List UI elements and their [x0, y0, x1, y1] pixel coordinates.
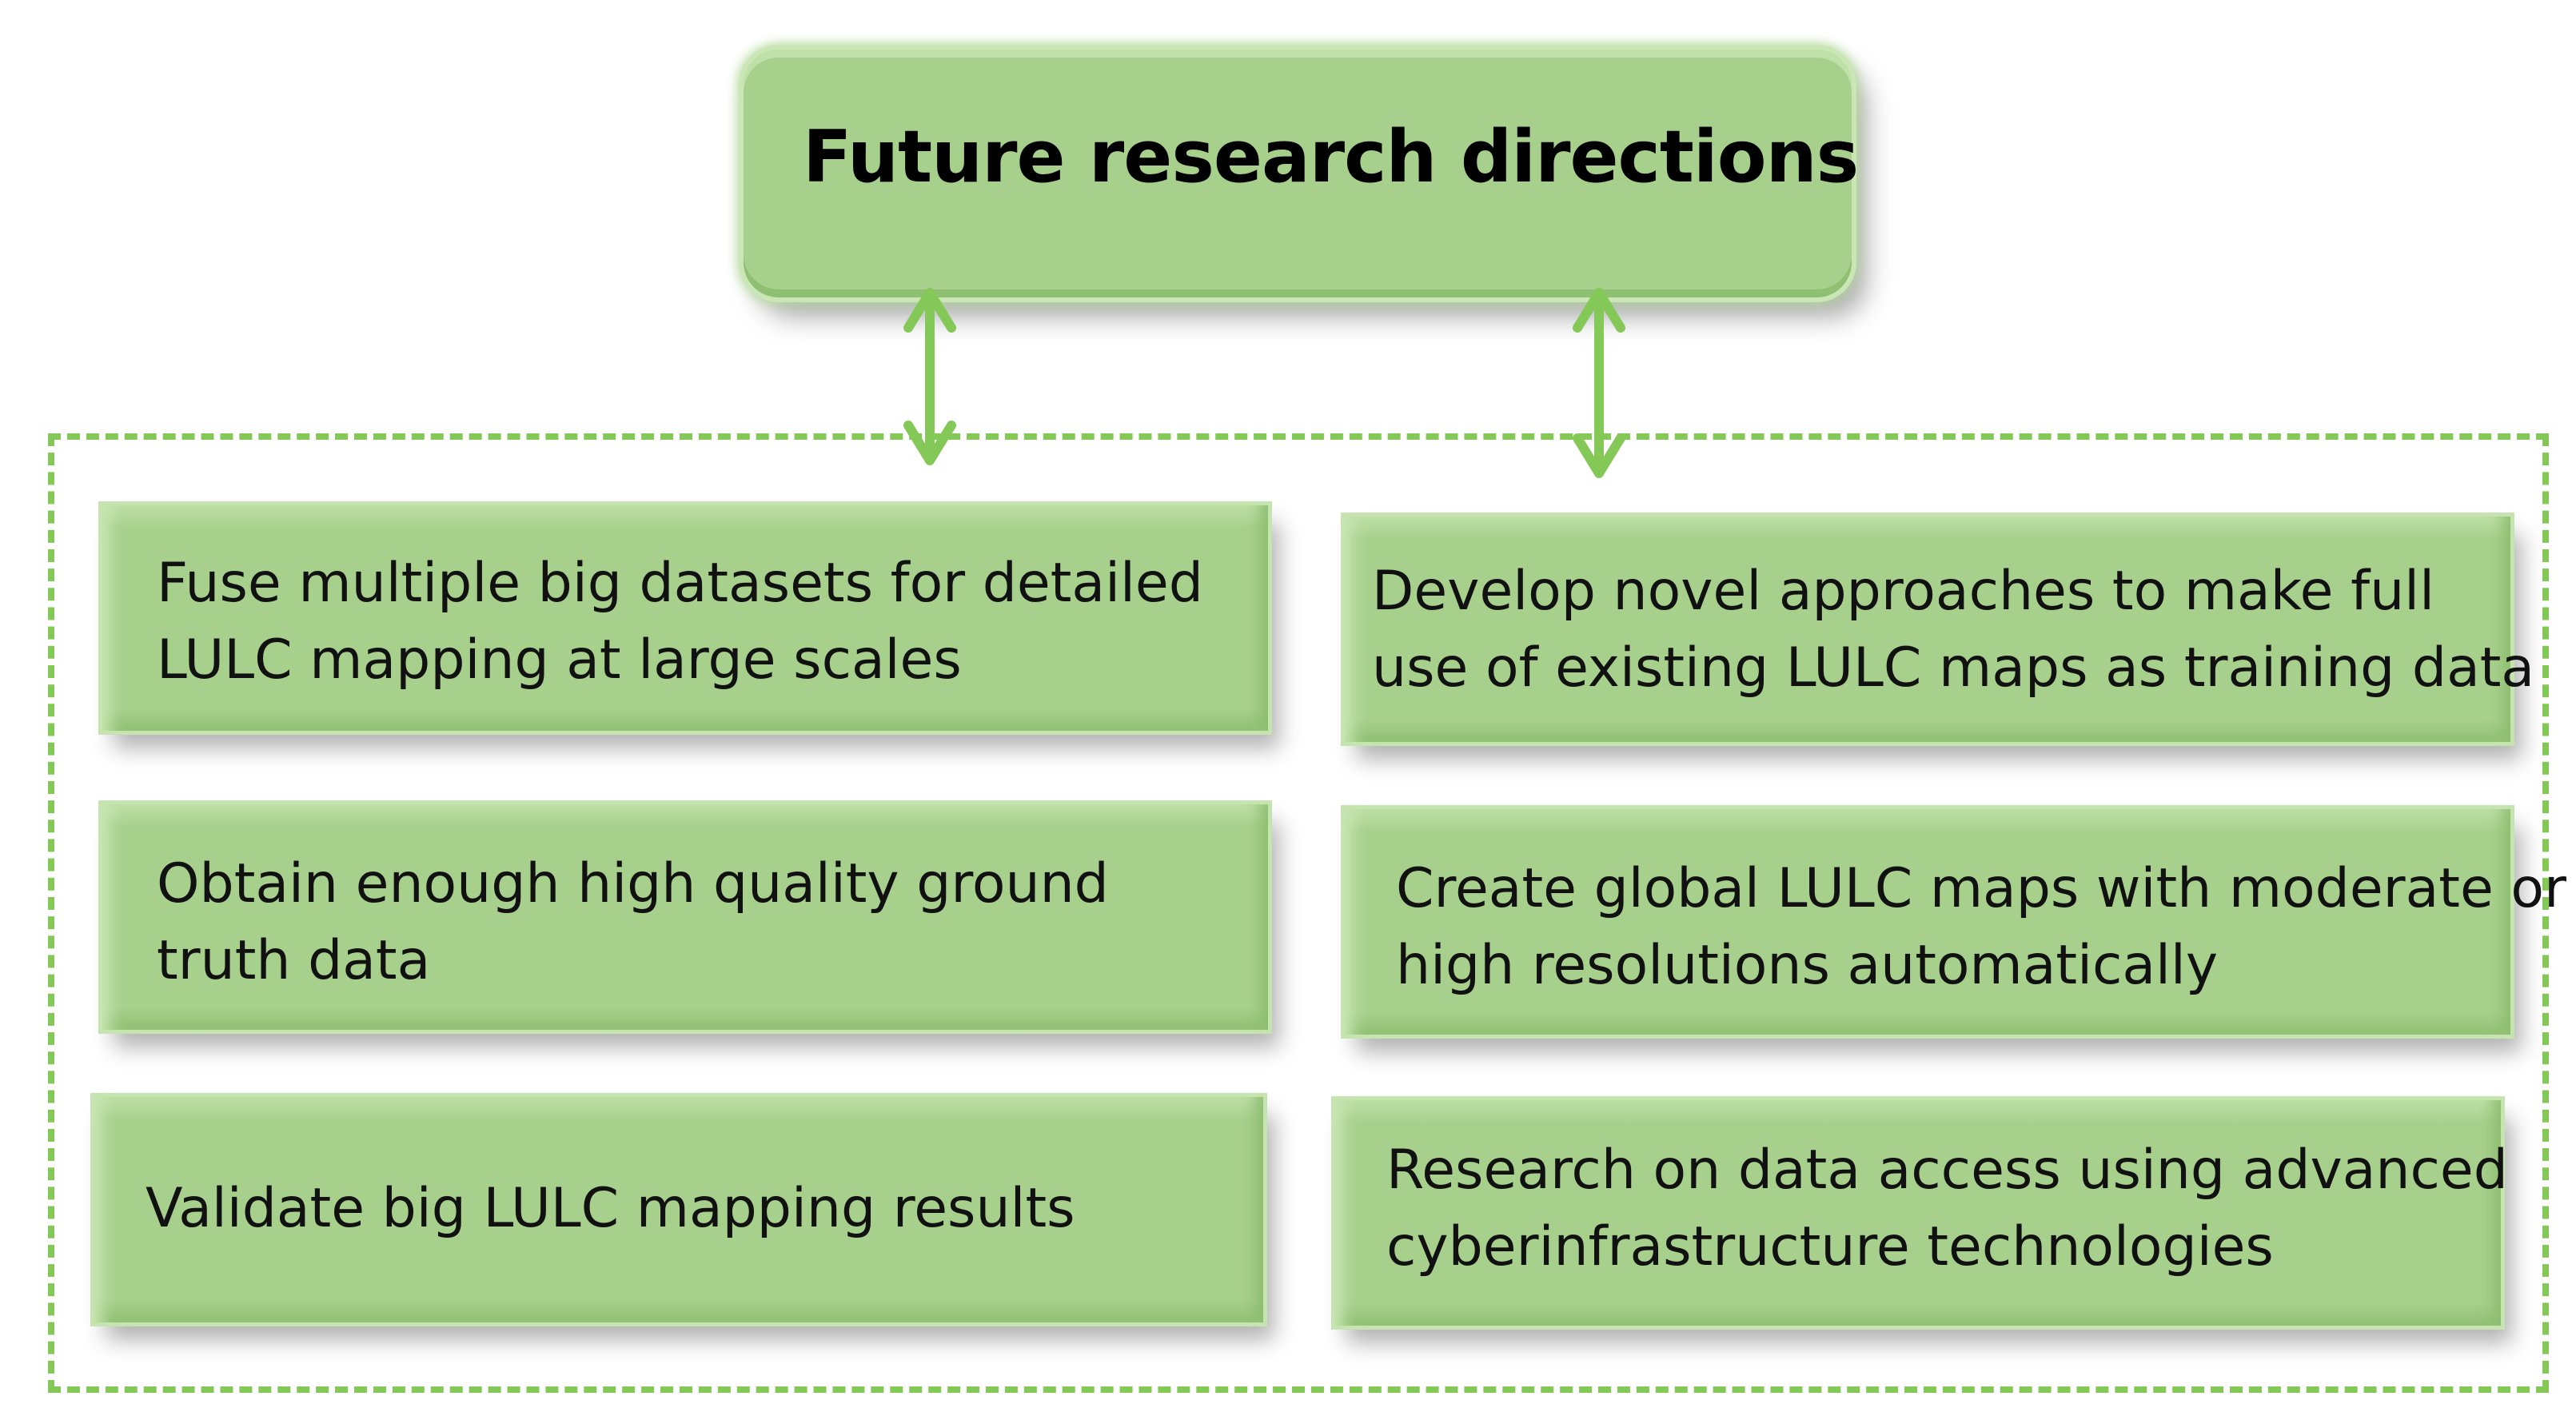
- title-box: Future research directions: [744, 50, 1859, 297]
- direction-text: Fuse multiple big datasets for detailed …: [157, 545, 1203, 699]
- diagram-title: Future research directions: [803, 115, 1859, 199]
- directions-group-frame: [48, 433, 2549, 1393]
- direction-text-line: Validate big LULC mapping results: [146, 1177, 1075, 1240]
- arrow-right-bidirectional: [1573, 288, 1625, 478]
- direction-text: Research on data access using advanced c…: [1386, 1132, 2508, 1286]
- direction-text: Develop novel approaches to make full us…: [1372, 553, 2534, 707]
- direction-text-line: LULC mapping at large scales: [157, 628, 962, 692]
- direction-text-line: high resolutions automatically: [1396, 934, 2219, 997]
- direction-box-ground-truth: Obtain enough high quality ground truth …: [102, 804, 1268, 1030]
- direction-text-line: use of existing LULC maps as training da…: [1372, 636, 2535, 700]
- arrow-left-bidirectional: [903, 288, 956, 465]
- direction-text-line: Develop novel approaches to make full: [1372, 560, 2434, 623]
- direction-text: Validate big LULC mapping results: [146, 1171, 1075, 1247]
- direction-text-line: Create global LULC maps with moderate or: [1396, 857, 2566, 920]
- direction-text: Create global LULC maps with moderate or…: [1396, 851, 2566, 1004]
- direction-text-line: Fuse multiple big datasets for detailed: [157, 552, 1203, 615]
- direction-text: Obtain enough high quality ground truth …: [157, 846, 1109, 999]
- direction-box-data-access: Research on data access using advanced c…: [1335, 1100, 2508, 1326]
- direction-text-line: Research on data access using advanced: [1386, 1139, 2508, 1202]
- direction-box-global-maps: Create global LULC maps with moderate or…: [1345, 809, 2566, 1035]
- direction-text-line: cyberinfrastructure technologies: [1386, 1215, 2274, 1278]
- direction-box-existing-maps: Develop novel approaches to make full us…: [1345, 517, 2534, 742]
- direction-box-fuse-datasets: Fuse multiple big datasets for detailed …: [102, 505, 1268, 731]
- direction-box-validate: Validate big LULC mapping results: [94, 1097, 1263, 1322]
- direction-text-line: Obtain enough high quality ground: [157, 852, 1109, 915]
- direction-text-line: truth data: [157, 929, 431, 992]
